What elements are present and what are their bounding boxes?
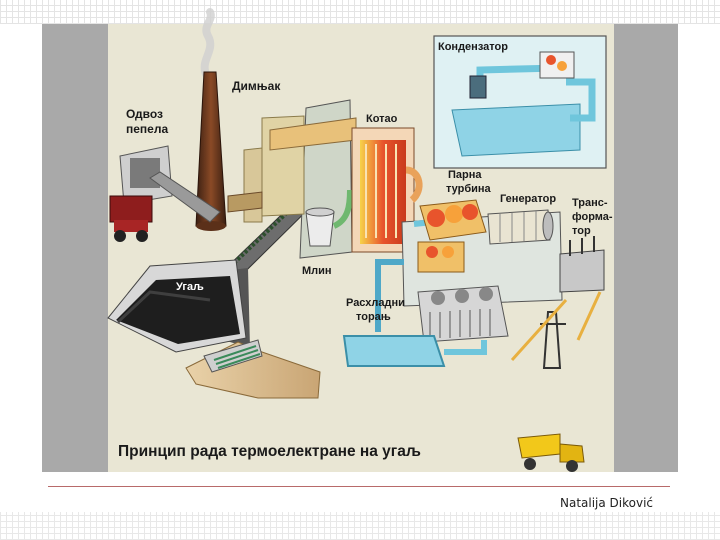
cooling-tower — [417, 285, 509, 343]
ash-removal-label-line2: пепела — [126, 122, 168, 136]
diagram-caption: Принцип рада термоелектране на угаљ — [118, 443, 421, 460]
transformer-label-line3: тор — [572, 225, 591, 237]
chimney-label: Димњак — [232, 79, 281, 93]
coal-pile — [107, 259, 247, 353]
author-name: Natalija Diković — [560, 496, 654, 510]
dump-truck-icon — [517, 433, 585, 472]
generator — [487, 209, 554, 245]
cooling-tower-label-line1: Расхладни — [346, 297, 405, 309]
condenser-label: Кондензатор — [438, 41, 508, 53]
transformer-label-line2: форма- — [572, 211, 613, 223]
slide-top-pattern — [0, 0, 720, 24]
steam-turbine-label-line1: Парна — [448, 169, 482, 181]
transformer-label-line1: Транс- — [572, 197, 608, 209]
footer-divider — [48, 486, 670, 487]
slide-bottom-pattern — [0, 512, 720, 540]
truck-icon — [109, 195, 153, 242]
coal-delivery-ramp — [185, 339, 321, 399]
mill-label: Млин — [302, 265, 332, 277]
mill — [305, 189, 353, 247]
generator-label: Генератор — [500, 193, 556, 205]
steam-turbine-label-line2: турбина — [446, 183, 492, 195]
coal-label: Угаљ — [176, 281, 204, 293]
ash-removal-label-line1: Одвоз — [126, 107, 163, 121]
chimney — [195, 8, 227, 231]
condenser-unit — [375, 241, 465, 332]
condenser-inset — [433, 35, 607, 169]
plant-building — [227, 99, 357, 259]
cooling-pond — [342, 335, 487, 367]
boiler-label: Котао — [366, 113, 398, 125]
power-line — [510, 291, 602, 369]
steam-turbine — [419, 199, 487, 241]
ash-removal — [109, 145, 221, 242]
cooling-tower-label-line2: торањ — [356, 311, 391, 323]
transformer — [559, 236, 605, 293]
